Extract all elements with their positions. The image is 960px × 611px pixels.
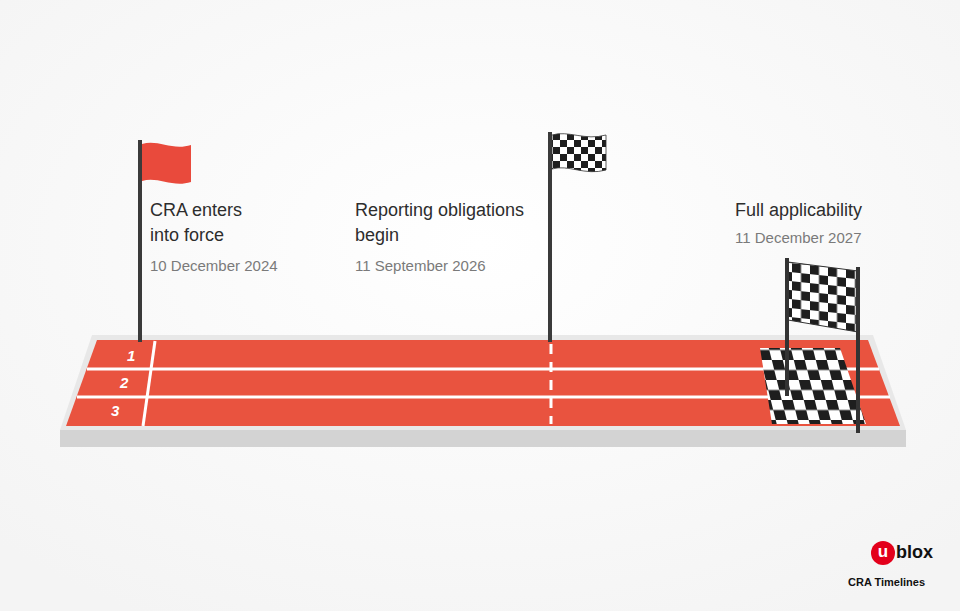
checkered-flag	[552, 134, 606, 172]
track-rim	[60, 335, 906, 430]
logo-text: u	[871, 540, 895, 564]
milestone-title: Full applicability	[735, 198, 935, 223]
milestone-title: CRA enters into force	[150, 198, 270, 248]
track-base	[60, 430, 906, 447]
milestone-title: Reporting obligations begin	[355, 198, 550, 248]
caption: CRA Timelines	[848, 575, 958, 589]
red-flag	[142, 143, 191, 184]
track-surface	[66, 340, 900, 426]
milestone-date: 11 December 2027	[735, 228, 935, 248]
lane-number: 3	[111, 402, 131, 420]
flag-pole	[138, 140, 142, 342]
lane-number: 2	[120, 374, 140, 392]
finish-post	[856, 267, 860, 433]
logo-text: blox	[896, 540, 956, 564]
lane-line	[87, 368, 879, 371]
start-line	[143, 341, 155, 426]
logo-circle	[871, 541, 895, 565]
milestone-date: 10 December 2024	[150, 256, 350, 276]
flag-pole	[548, 132, 552, 342]
finish-banner	[788, 262, 858, 332]
milestone-date: 11 September 2026	[355, 256, 555, 276]
finish-checker	[760, 348, 866, 424]
lane-number: 1	[127, 347, 147, 365]
midway-line	[550, 344, 553, 424]
finish-post	[785, 258, 789, 396]
